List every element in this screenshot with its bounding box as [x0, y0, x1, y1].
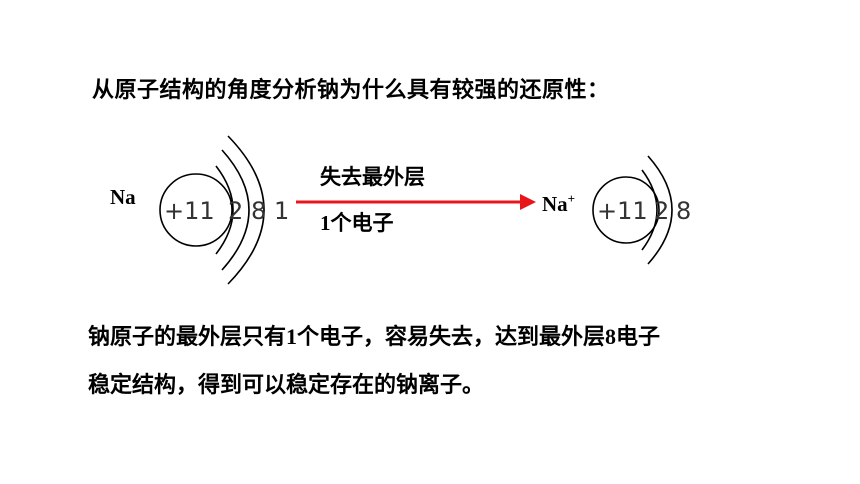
reaction-arrow: 失去最外层 1个电子 — [296, 165, 536, 235]
arrowhead — [520, 194, 536, 210]
shell-arc-2 — [221, 149, 250, 271]
sodium-ion: Na+ +11 2 8 — [542, 155, 691, 265]
arrow-label-top: 失去最外层 — [320, 165, 425, 189]
explanation-line-1-part-c: 电子 — [616, 325, 661, 350]
question-text: 从原子结构的角度分析钠为什么具有较强的还原性： — [92, 78, 610, 103]
electron-text: 个电子 — [331, 211, 394, 235]
explanation-line-1-num-2: 8 — [605, 324, 617, 349]
electron-count: 1 — [320, 211, 331, 235]
ion-shell-count-2: 8 — [676, 197, 691, 225]
explanation-text: 钠原子的最外层只有1个电子，容易失去，达到最外层8电子 稳定结构，得到可以稳定存… — [88, 313, 808, 410]
explanation-line-1-num-1: 1 — [286, 324, 298, 349]
shell-arc-1 — [215, 165, 234, 255]
ion-symbol: Na+ — [542, 191, 575, 216]
atom-symbol: Na — [110, 185, 136, 209]
explanation-line-2: 稳定结构，得到可以稳定存在的钠离子。 — [88, 373, 485, 398]
arrow-label-bottom: 1个电子 — [320, 211, 394, 235]
explanation-line-1-part-a: 钠原子的最外层只有 — [88, 325, 287, 350]
shell-count-1: 2 — [228, 197, 243, 225]
nucleus-charge: +11 — [164, 197, 215, 225]
ion-shell-count-1: 2 — [654, 197, 669, 225]
ion-charge: + — [568, 191, 575, 206]
shell-count-3: 1 — [274, 197, 289, 225]
ion-shell-arc-1 — [641, 169, 658, 251]
sodium-atom: Na +11 2 8 1 — [110, 135, 289, 285]
shell-count-2: 8 — [251, 197, 266, 225]
ion-shell-arc-2 — [647, 155, 673, 265]
nucleus-circle — [159, 173, 233, 247]
ion-nucleus-charge: +11 — [597, 197, 648, 225]
shell-arc-3 — [227, 135, 265, 285]
ion-symbol-text: Na — [542, 192, 568, 216]
ion-nucleus-circle — [592, 176, 660, 244]
explanation-line-1-part-b: 个电子，容易失去，达到最外层 — [297, 325, 606, 350]
explanation-line-1: 钠原子的最外层只有1个电子，容易失去，达到最外层8电子 — [88, 313, 808, 362]
